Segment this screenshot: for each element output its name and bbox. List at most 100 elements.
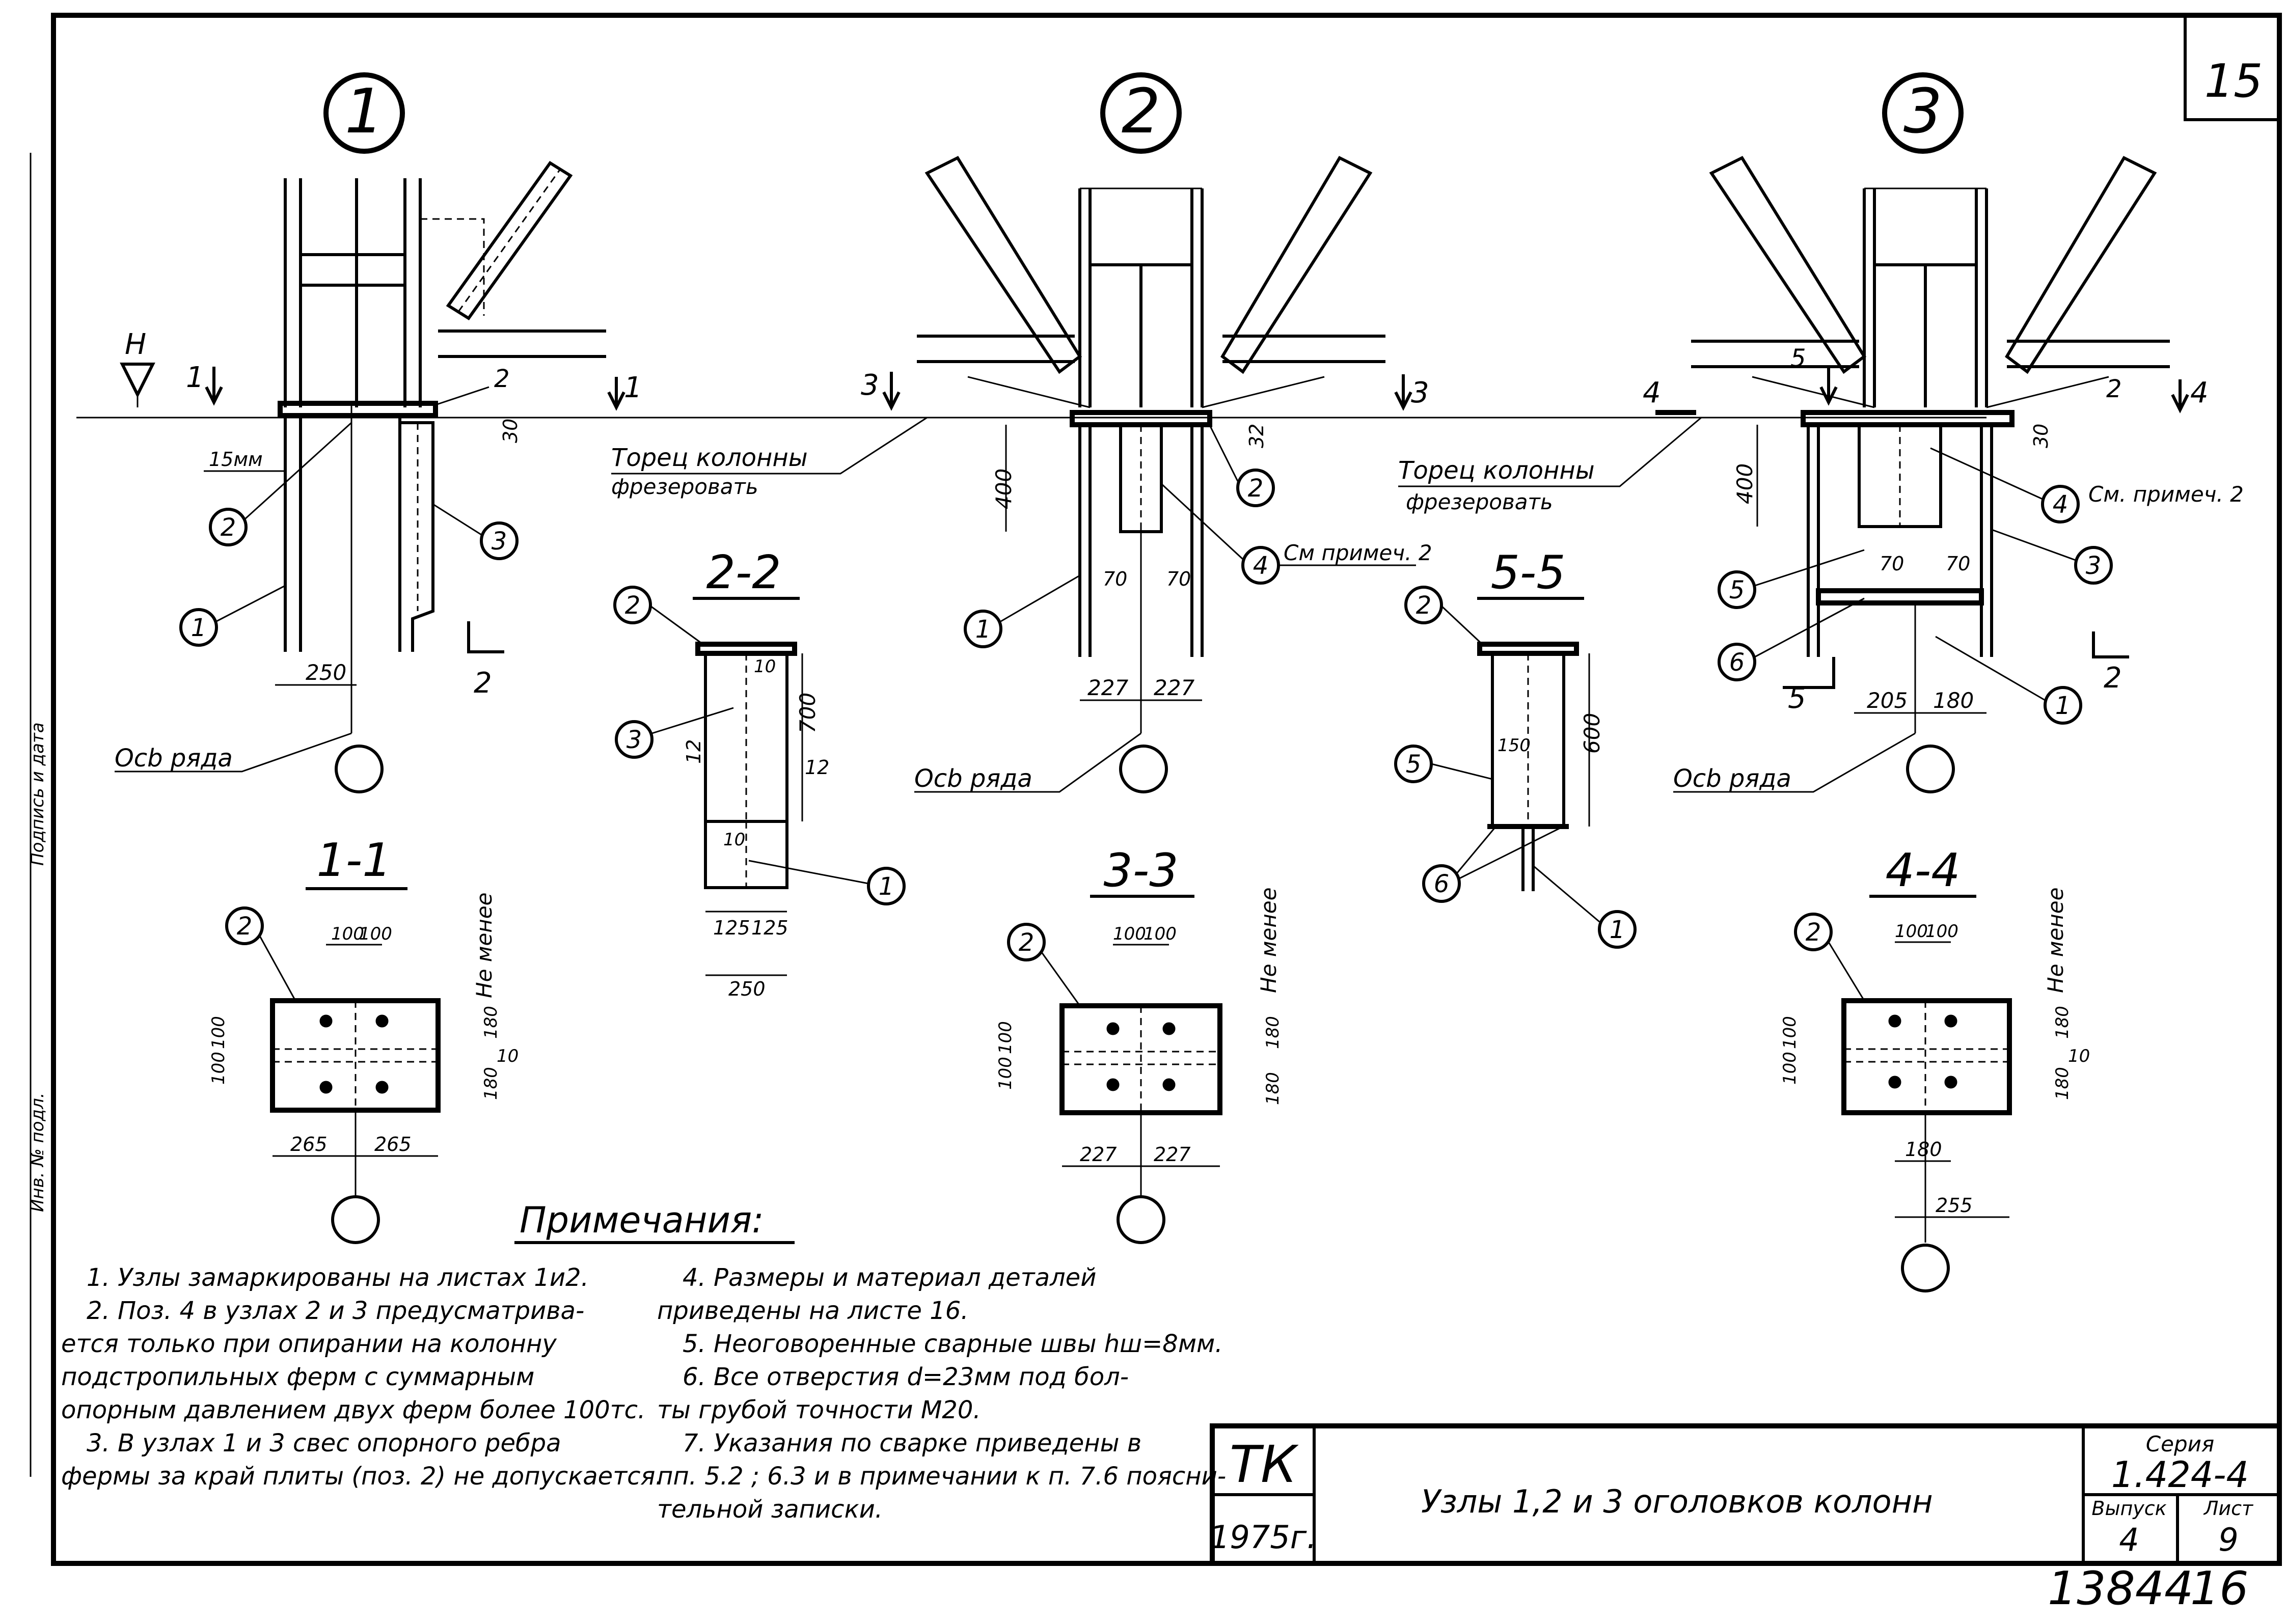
section-2-2: 2-2 700 10 10 12 12 125 125 250 2 3 1: [613, 546, 906, 1000]
dim-150: 150: [1498, 735, 1531, 756]
section-5-5-title: 5-5: [1491, 546, 1566, 599]
section-3-3-title: 3-3: [1104, 844, 1179, 897]
dim-265-a: 265: [290, 1133, 328, 1155]
dim-100-11a: 100: [331, 924, 364, 944]
pos-1-n1: 1: [191, 614, 207, 642]
axis-row-label-2: Осb ряда: [914, 764, 1032, 793]
dim-250-n1: 250: [306, 660, 346, 685]
note-right-5: 7. Указания по сварке приведены в: [683, 1429, 1141, 1457]
level-mark: Н: [125, 328, 146, 361]
dim-180-44a: 180: [2052, 1006, 2073, 1039]
dim-100-33c: 100: [995, 1021, 1016, 1054]
pos-4-n3: 4: [2053, 490, 2069, 519]
stamp-page: 16: [2190, 1562, 2249, 1615]
pos-3-n1: 3: [492, 527, 507, 556]
pos-6-s55: 6: [1434, 870, 1450, 898]
title-block: ТК 1975г. Узлы 1,2 и 3 оголовков колонн …: [1210, 1423, 2279, 1563]
dim-70-n3b: 70: [1946, 553, 1970, 575]
pos-3-n3: 3: [2086, 552, 2102, 580]
note-left-2: ется только при опирании на колонну: [61, 1330, 557, 1358]
sheet-value: 9: [2218, 1521, 2238, 1558]
note-right-7: тельной записки.: [657, 1495, 883, 1524]
section-5-5: 5-5 600 150 2 5 6 1: [1394, 546, 1637, 949]
issue-label: Выпуск: [2091, 1497, 2166, 1520]
dim-125-a: 125: [713, 917, 750, 939]
pos-1-s55: 1: [1610, 916, 1625, 944]
section-3-3: 3-3 100 100 Не менее 180 180 100 100 227…: [995, 844, 1283, 1244]
series-label: Серия: [2146, 1432, 2214, 1456]
node-2-marker: [1100, 72, 1182, 154]
sheet-frame: [51, 13, 2282, 1566]
sheet-label: Лист: [2203, 1497, 2254, 1520]
cut-4-right: 4: [2190, 376, 2209, 409]
torec-label-2a: Торец колонны: [1398, 456, 1595, 485]
dim-125-b: 125: [751, 917, 788, 939]
dim-100-33b: 100: [1144, 924, 1177, 944]
axis-bubble-1: [335, 745, 384, 793]
pos-2-n2: 2: [1248, 474, 1264, 503]
note-left-5: 3. В узлах 1 и 3 свес опорного ребра: [87, 1429, 561, 1457]
dim-180-33b: 180: [1263, 1072, 1283, 1105]
dim-227-b: 227: [1154, 675, 1194, 700]
note-right-4: ты грубой точности М20.: [657, 1396, 981, 1424]
dim-10-11: 10: [497, 1046, 519, 1066]
pos-5-s55: 5: [1406, 750, 1422, 779]
not-less-44: Не менее: [2043, 888, 2068, 993]
dim-250-22: 250: [728, 978, 766, 1000]
series-value: 1.424-4: [2111, 1454, 2249, 1496]
cut-2: 2: [474, 667, 492, 700]
cut-1-left: 1: [186, 361, 204, 394]
dim-70-b: 70: [1166, 568, 1191, 590]
axis-bubble-11: [331, 1195, 380, 1244]
dim-100-33a: 100: [1113, 924, 1146, 944]
dim-265-b: 265: [374, 1133, 412, 1155]
dim-180-11a: 180: [481, 1006, 501, 1039]
note-right-6: пп. 5.2 ; 6.3 и в примечании к п. 7.6 по…: [657, 1462, 1226, 1491]
note-right-0: 4. Размеры и материал деталей: [683, 1263, 1096, 1292]
node-3-marker: [1882, 72, 1964, 154]
cut-5-top: 5: [1790, 344, 1806, 373]
pos-2-s33: 2: [1019, 928, 1035, 957]
dim-30: 30: [499, 419, 522, 443]
dim-10-22a: 10: [754, 656, 776, 677]
notes-title: Примечания:: [520, 1199, 764, 1241]
see-note-n2: См примеч. 2: [1284, 540, 1432, 565]
node-3-elevation: 3 4 4 5 2 5: [1398, 72, 2244, 793]
dim-12-22b: 12: [805, 756, 829, 779]
dim-100-11b: 100: [359, 924, 392, 944]
dim-400-n2: 400: [991, 469, 1016, 509]
dim-10-44: 10: [2068, 1046, 2090, 1066]
cut-4-left: 4: [1643, 376, 1661, 409]
pos-2-s44: 2: [1806, 918, 1821, 947]
dim-700: 700: [795, 693, 820, 733]
dim-600: 600: [1580, 713, 1604, 754]
node-1-marker: [323, 72, 405, 154]
pos-2-n3-top: 2: [2106, 375, 2122, 403]
stamp-number: 13844: [2048, 1562, 2193, 1615]
dim-400-n3: 400: [1732, 463, 1757, 504]
dim-100-44b: 100: [1925, 921, 1958, 942]
margin-text-sign: Подпись и дата: [28, 722, 48, 866]
dim-100-11d: 100: [208, 1052, 229, 1085]
axis-bubble-2: [1119, 745, 1168, 793]
dim-180-44c: 180: [1905, 1138, 1942, 1161]
pos-2-s11: 2: [237, 912, 253, 941]
axis-bubble-3: [1906, 745, 1955, 793]
pos-2-s22: 2: [625, 591, 641, 620]
sheet-number-box: [2184, 15, 2279, 121]
pos-1-n2: 1: [975, 615, 991, 644]
pos-6-n3: 6: [1729, 648, 1745, 677]
node-3-number: 3: [1903, 76, 1942, 147]
dim-180-33a: 180: [1263, 1016, 1283, 1049]
dim-100-11c: 100: [208, 1016, 229, 1049]
dim-70-n3a: 70: [1880, 553, 1904, 575]
pos-2-n1: 2: [221, 513, 236, 542]
cut-1-right: 1: [624, 371, 642, 404]
note-right-1: приведены на листе 16.: [657, 1297, 969, 1325]
sheet-number: 15: [2205, 54, 2263, 108]
dim-227-a: 227: [1087, 675, 1128, 700]
not-less-11: Не менее: [472, 893, 497, 998]
dim-32: 32: [1245, 424, 1268, 448]
pos-1-n3: 1: [2055, 692, 2071, 720]
